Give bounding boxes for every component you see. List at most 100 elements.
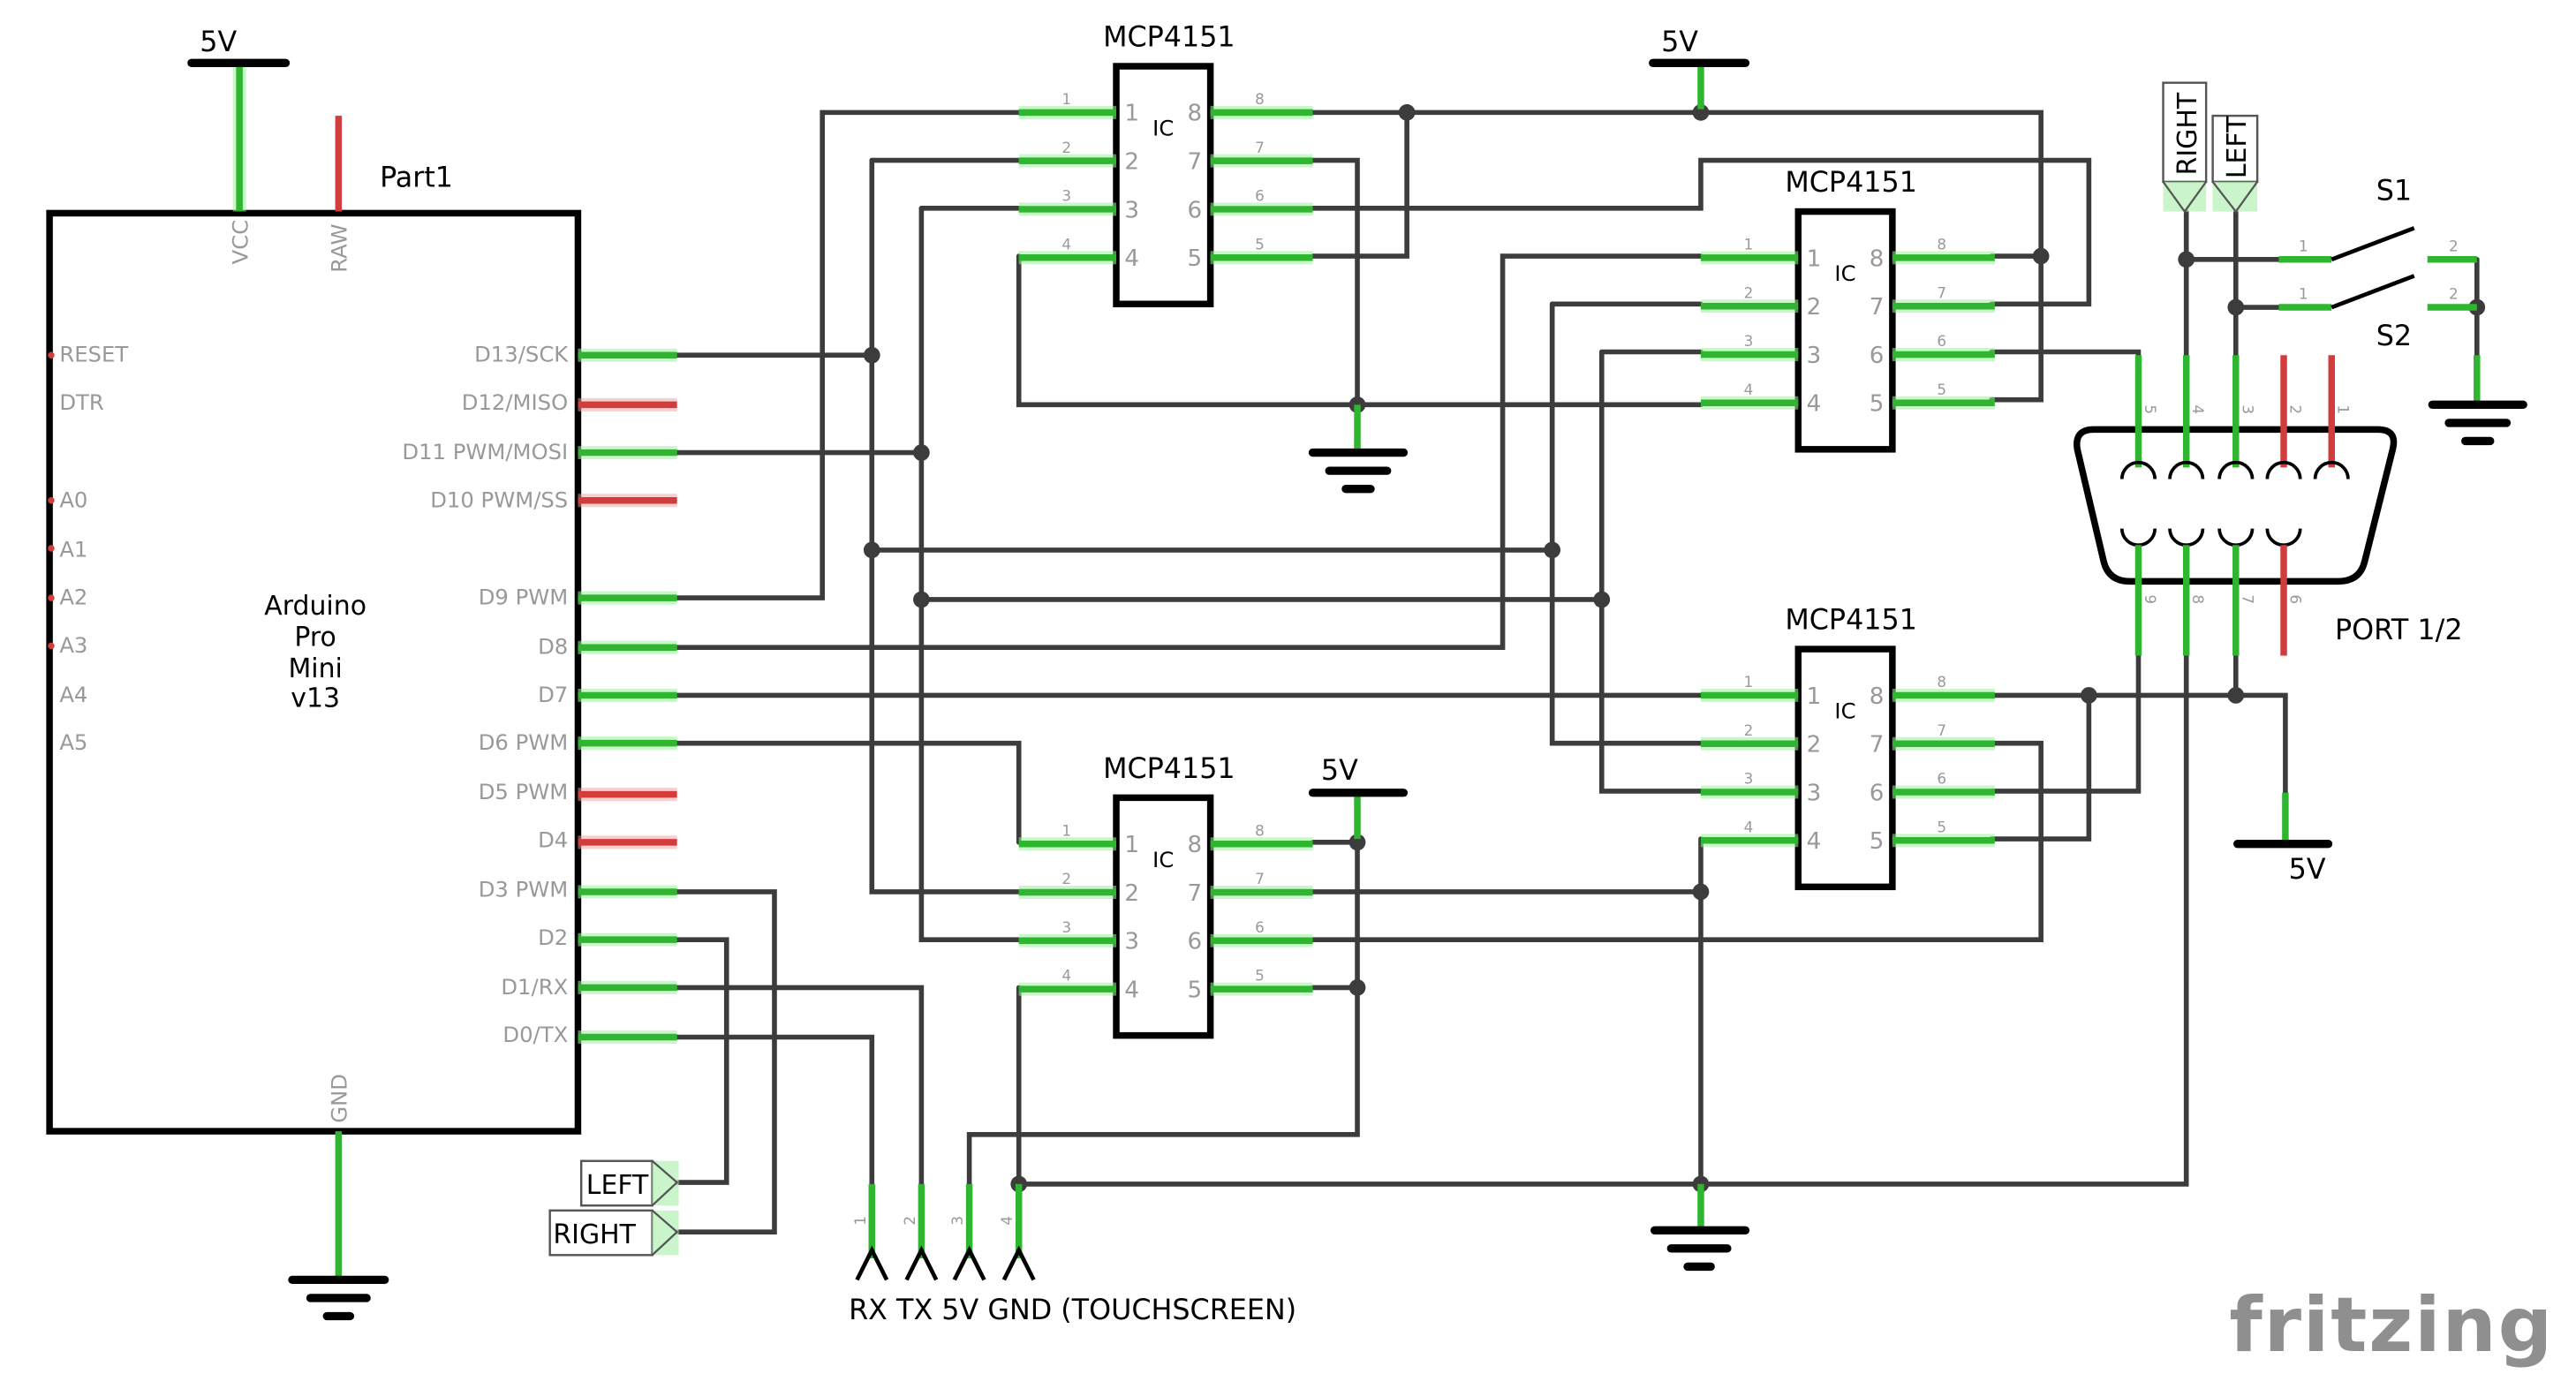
pin-label-d0: D0/TX	[502, 1022, 568, 1047]
ic-pin-num: 4	[1807, 828, 1822, 855]
ic-pin-num: 6	[1870, 780, 1885, 806]
ic-pin-num: 8	[1870, 245, 1885, 272]
pin-label-a4: A4	[59, 682, 87, 707]
ic-pin-num: 6	[1187, 929, 1202, 955]
ic-pin-num: 7	[1870, 732, 1885, 759]
pin-label-d11: D11 PWM/MOSI	[402, 439, 568, 464]
ic-pin-num-outer: 7	[1255, 870, 1265, 887]
svg-text:5V: 5V	[1321, 755, 1358, 787]
ic-pin-num-outer: 2	[1744, 283, 1754, 301]
net-label-left-top[interactable]: LEFT	[2211, 114, 2259, 214]
ic-pin-num: 8	[1187, 832, 1202, 858]
pin-label-d1: D1/RX	[501, 974, 568, 1000]
ic-pin-num: 1	[1807, 683, 1822, 710]
switch-s2[interactable]: 1 2 S2	[2278, 274, 2477, 352]
pin-label-a5: A5	[59, 729, 87, 755]
ic-pin-num: 6	[1870, 343, 1885, 369]
fritzing-watermark: fritzing	[2229, 1281, 2554, 1370]
svg-text:6: 6	[2287, 594, 2305, 604]
ic-pin-num-outer: 7	[1937, 721, 1946, 739]
ic-title: MCP4151	[1103, 22, 1235, 54]
ic-pin-num: 8	[1870, 683, 1885, 710]
svg-text:2: 2	[901, 1216, 918, 1226]
pin-label-dtr: DTR	[59, 389, 104, 415]
svg-text:RIGHT: RIGHT	[553, 1219, 636, 1250]
net-label-right-top[interactable]: RIGHT	[2162, 81, 2208, 214]
power-5v-bottom-ic: 5V	[1308, 755, 1409, 840]
ic-pin-num: 6	[1187, 197, 1202, 223]
ic-pin-num-outer: 3	[1744, 332, 1754, 350]
ground-symbol-switches	[2428, 355, 2527, 446]
ic-pin-num: 1	[1124, 832, 1139, 858]
svg-text:LEFT: LEFT	[2222, 116, 2253, 178]
ic-pin-num: 3	[1807, 780, 1822, 806]
svg-text:5: 5	[2142, 404, 2159, 414]
ic-pin-num-outer: 8	[1255, 821, 1265, 839]
ic-pin-num-outer: 1	[1744, 236, 1754, 253]
db9-connector[interactable]: 5 4 3 2 1 9 8 7 6 PORT 1/2	[2074, 355, 2463, 656]
ic-pin-num-outer: 8	[1937, 236, 1946, 253]
ic-pin-num-outer: 4	[1061, 235, 1071, 253]
svg-text:1: 1	[2299, 237, 2308, 254]
pin-label-vcc: VCC	[227, 220, 253, 265]
svg-text:2: 2	[2449, 237, 2459, 254]
ic-pin-num: 4	[1807, 391, 1822, 418]
ic-pin-num: 7	[1187, 149, 1202, 176]
svg-text:5V: 5V	[200, 26, 237, 58]
arduino-name-1: Arduino	[264, 591, 366, 622]
ic-pin-num-outer: 2	[1061, 870, 1071, 887]
svg-text:1: 1	[2335, 404, 2353, 414]
ic-pin-num-outer: 1	[1061, 90, 1071, 108]
ic-pin-num: 3	[1124, 197, 1139, 223]
ic-pin-num: 2	[1807, 732, 1822, 759]
pin-label-d10: D10 PWM/SS	[430, 487, 568, 512]
svg-text:1: 1	[851, 1216, 869, 1226]
svg-text:2: 2	[2287, 404, 2305, 414]
svg-text:8: 8	[2189, 594, 2207, 604]
ic-pin-num-outer: 8	[1255, 90, 1265, 108]
db9-bottom-pins: 9 8 7 6	[2119, 528, 2305, 656]
switch-s2-label: S2	[2376, 321, 2412, 352]
ic-pin-num: 7	[1870, 294, 1885, 321]
ic-pin-num: 3	[1807, 343, 1822, 369]
ic-pin-num-outer: 5	[1937, 381, 1946, 398]
ic-pin-num-outer: 6	[1937, 770, 1946, 788]
svg-text:4: 4	[2189, 404, 2207, 414]
ic-pin-num: 4	[1124, 245, 1139, 272]
arduino-pro-mini[interactable]: Part1 Arduino Pro Mini v13 VCC RAW GND R…	[46, 66, 677, 1280]
ic-pin-num-outer: 6	[1255, 918, 1265, 936]
net-label-right-bottom[interactable]: RIGHT	[548, 1209, 679, 1257]
touchscreen-caption: RX TX 5V GND (TOUCHSCREEN)	[849, 1295, 1296, 1326]
ic-pin-num-outer: 3	[1061, 187, 1071, 205]
ic-pin-num-outer: 4	[1744, 818, 1754, 835]
ground-symbol-arduino	[288, 1275, 389, 1321]
pin-label-a1: A1	[59, 536, 87, 562]
power-5v-port: 5V	[2233, 792, 2333, 886]
pin-label-d4: D4	[538, 827, 568, 852]
svg-text:RIGHT: RIGHT	[2172, 92, 2203, 175]
ic-pin-num-outer: 6	[1937, 332, 1946, 350]
pin-label-d2: D2	[538, 925, 568, 950]
svg-text:5V: 5V	[1661, 26, 1698, 58]
ic-title: MCP4151	[1785, 167, 1917, 199]
ic-pin-num-outer: 2	[1061, 139, 1071, 156]
ic-pin-num-outer: 3	[1061, 918, 1071, 936]
ic-pin-num-outer: 1	[1061, 821, 1071, 839]
ic-pin-num-outer: 1	[1744, 673, 1754, 691]
net-label-left-bottom[interactable]: LEFT	[579, 1159, 679, 1207]
svg-text:3: 3	[948, 1216, 966, 1226]
svg-text:2: 2	[2449, 285, 2459, 303]
power-5v-top: 5V	[1649, 26, 1750, 109]
touchscreen-header[interactable]: 1 2 3 4 RX TX 5V GND (TOUCHSCREEN)	[849, 1183, 1296, 1326]
ic-pin-num: 7	[1187, 880, 1202, 907]
pin-label-a2: A2	[59, 585, 87, 610]
ic-pin-num-outer: 8	[1937, 673, 1946, 691]
pin-label-d5: D5 PWM	[479, 779, 569, 804]
ic-body-label: IC	[1834, 698, 1855, 724]
switch-s1[interactable]: 1 2 S1	[2278, 175, 2477, 263]
ic-pin-num: 5	[1187, 245, 1202, 272]
